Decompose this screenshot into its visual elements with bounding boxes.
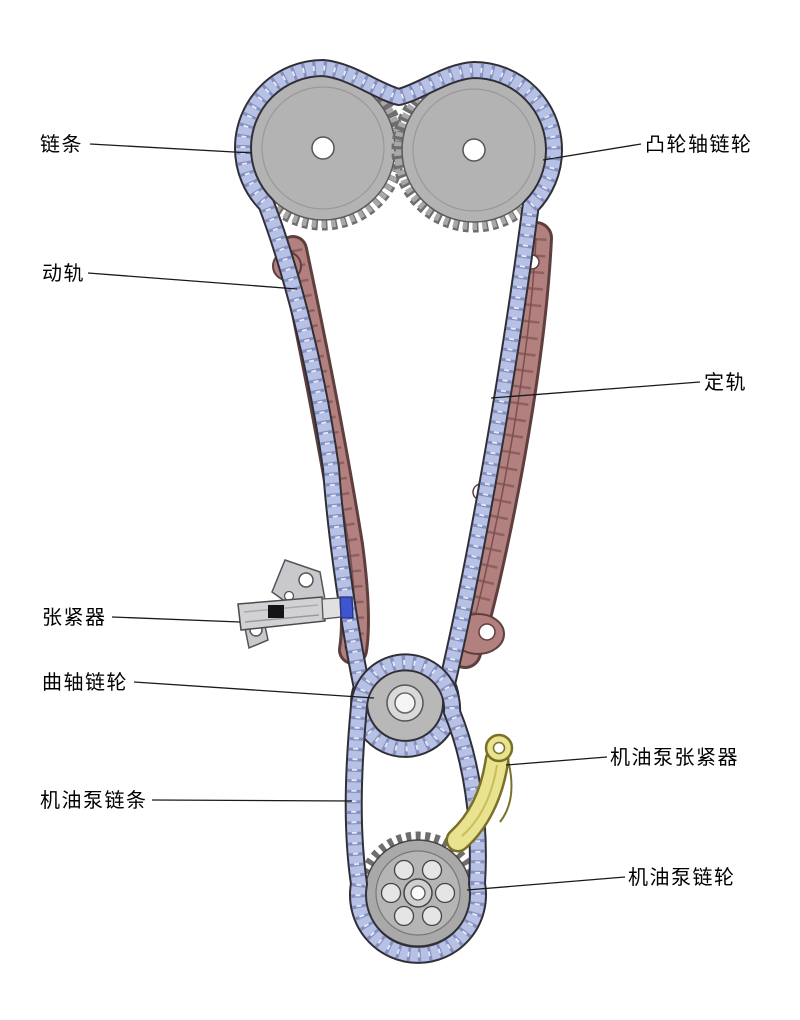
label-fixed-guide-rail: 定轨 <box>704 370 747 394</box>
sprocket-center-hole <box>311 136 335 160</box>
sprocket-inner-ring <box>412 88 536 212</box>
leader-fixed-guide <box>490 381 701 399</box>
tensioner-bracket-hole <box>298 572 314 588</box>
fixed-rail-foot-hole <box>478 623 496 641</box>
oil-pump-bolt-hole <box>421 859 443 881</box>
oil-pump-bolt-hole <box>380 882 402 904</box>
oil-pump-sprocket <box>356 831 480 955</box>
label-oil-pump-chain: 机油泵链条 <box>40 788 148 812</box>
oil-pump-bolt-hole <box>393 859 415 881</box>
leader-chain <box>89 143 253 154</box>
oil-pump-center-hole <box>410 885 426 901</box>
leader-crankshaft-sprocket <box>133 681 375 699</box>
oil-pump-bolt-hole <box>421 905 443 927</box>
leader-movable-guide <box>87 272 298 290</box>
label-movable-guide-rail: 动轨 <box>42 261 85 285</box>
tensioner <box>237 559 354 650</box>
tensioner-piston-tip <box>339 596 354 619</box>
leader-camshaft-sprocket <box>542 143 642 161</box>
sprocket-inner-ring <box>261 86 385 210</box>
leader-oil-pump-sprocket <box>466 876 626 891</box>
label-oil-pump-tensioner: 机油泵张紧器 <box>610 745 739 769</box>
label-crankshaft-sprocket: 曲轴链轮 <box>42 670 128 694</box>
leader-tensioner <box>111 616 241 623</box>
tensioner-piston <box>321 597 342 620</box>
oil-pump-tensioner-detail <box>461 764 498 837</box>
label-camshaft-sprocket: 凸轮轴链轮 <box>645 132 753 156</box>
oil-pump-tensioner-spring <box>499 759 513 823</box>
leader-lines <box>87 143 701 891</box>
sprocket-center-hole <box>462 138 486 162</box>
leader-oil-pump-tensioner <box>505 756 608 766</box>
oil-pump-tensioner <box>445 733 514 853</box>
label-oil-pump-sprocket: 机油泵链轮 <box>628 865 736 889</box>
label-tensioner: 张紧器 <box>42 605 107 629</box>
leader-oil-pump-chain <box>151 799 353 802</box>
label-chain: 链条 <box>40 132 83 156</box>
oil-pump-tensioner-pivot-hole <box>492 741 506 755</box>
oil-pump-bolt-hole <box>434 882 456 904</box>
tensioner-marking <box>268 605 284 618</box>
tensioner-body-line <box>244 614 320 623</box>
crank-sprocket-hole <box>394 692 416 714</box>
oil-pump-bolt-hole <box>393 905 415 927</box>
